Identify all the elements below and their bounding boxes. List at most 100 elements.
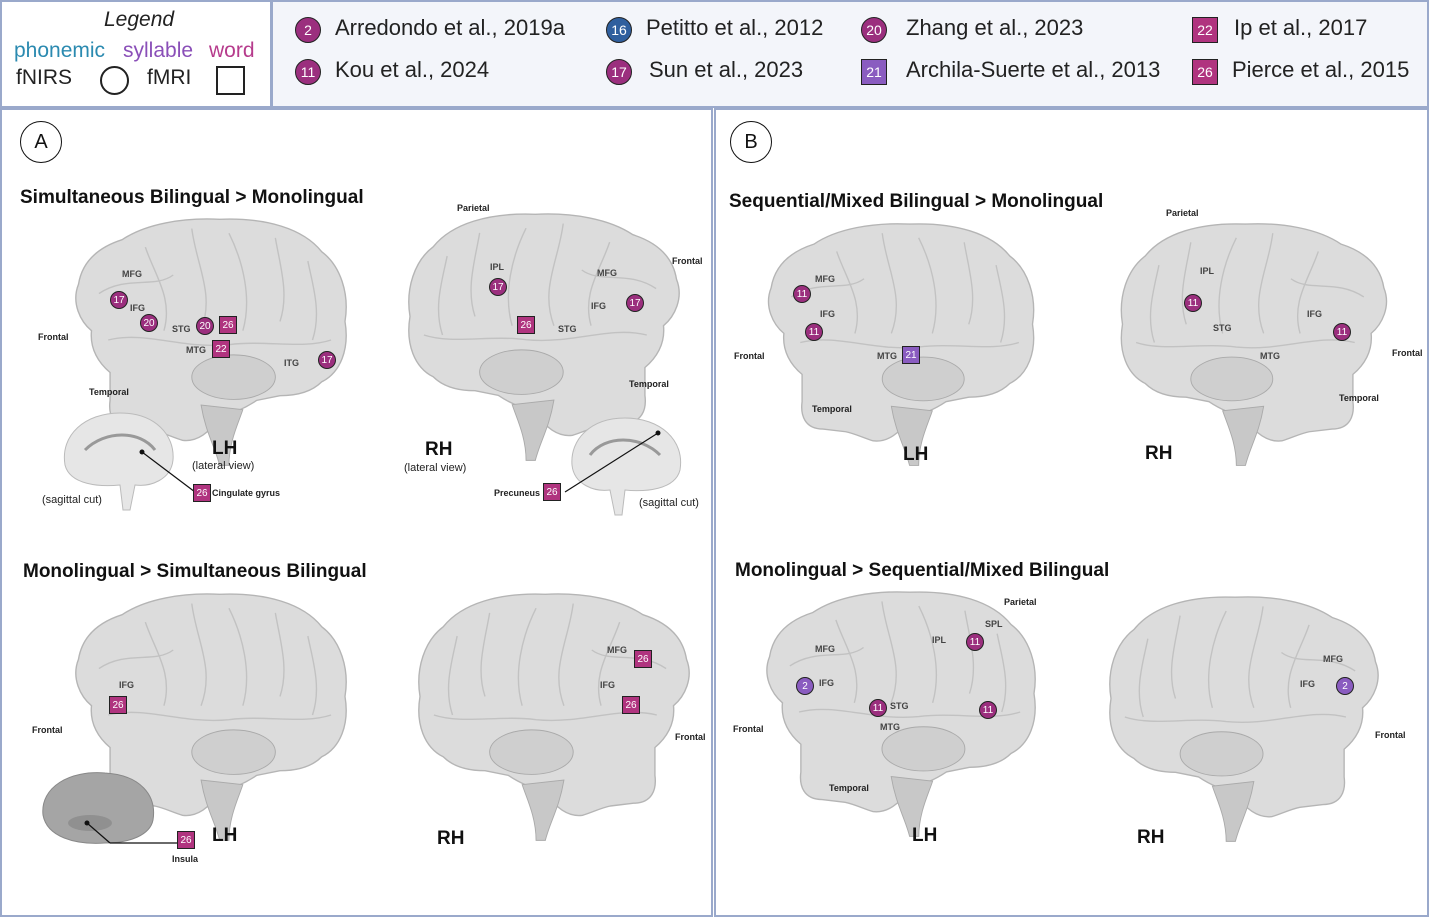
marker-11: 11 [979,701,997,719]
label-ipl: IPL [490,262,505,272]
hemi-rh: RH [1145,443,1173,464]
dir-frontal: Frontal [1375,730,1406,740]
panel-b-bottom-heading: Monolingual > Sequential/Mixed Bilingual [735,560,1110,581]
ref-marker: 11 [295,59,321,85]
legend-title: Legend [104,8,175,31]
lateral-view-lh: (lateral view) [192,460,255,472]
marker-26: 26 [109,696,127,714]
ref-label: Arredondo et al., 2019a [335,15,565,40]
hemi-lh: LH [212,438,238,459]
ref-label: Zhang et al., 2023 [906,15,1084,40]
label-ifg: IFG [119,680,134,690]
marker-11: 11 [1333,323,1351,341]
label-ifg: IFG [591,301,606,311]
lateral-view-rh: (lateral view) [404,462,467,474]
dir-parietal: Parietal [1166,208,1199,218]
hemi-rh: RH [425,439,453,460]
label-spl: SPL [985,619,1003,629]
dir-temporal: Temporal [89,387,129,397]
dir-temporal: Temporal [629,379,669,389]
ref-marker: 22 [1192,17,1218,43]
label-mfg: MFG [815,644,835,654]
ref-label: Sun et al., 2023 [649,57,804,82]
marker-17: 17 [318,351,336,369]
marker-2: 2 [796,677,814,695]
legend-fmri: fMRI [147,66,192,89]
label-ipl: IPL [932,635,947,645]
dir-parietal: Parietal [1004,597,1037,607]
references-box [271,0,1429,108]
label-mtg: MTG [1260,351,1280,361]
label-mtg: MTG [880,722,900,732]
label-ifg: IFG [1300,679,1315,689]
label-mfg: MFG [607,645,627,655]
marker-26: 26 [517,316,535,334]
label-ifg: IFG [819,678,834,688]
dir-temporal: Temporal [1339,393,1379,403]
label-mfg: MFG [122,269,142,279]
panel-b-top-heading: Sequential/Mixed Bilingual > Monolingual [729,191,1104,212]
fmri-square-icon [216,66,245,95]
label-mfg: MFG [815,274,835,284]
marker-20: 20 [140,314,158,332]
sagittal-cut-lh: (sagittal cut) [42,494,102,506]
marker-26: 26 [543,483,561,501]
label-insula: Insula [172,854,199,864]
ref-marker: 17 [606,59,632,85]
hemi-lh: LH [903,444,929,465]
label-mfg: MFG [1323,654,1343,664]
legend-phonemic: phonemic [14,39,106,62]
sagittal-cut-rh: (sagittal cut) [639,497,699,509]
hemi-lh: LH [912,825,938,846]
dir-frontal: Frontal [38,332,69,342]
label-mtg: MTG [186,345,206,355]
panel-a-letter: A [20,121,62,163]
ref-marker: 20 [861,17,887,43]
marker-20: 20 [196,317,214,335]
dir-frontal: Frontal [733,724,764,734]
label-cingulate: Cingulate gyrus [212,488,281,498]
ref-marker: 2 [295,17,321,43]
marker-11: 11 [869,699,887,717]
marker-26: 26 [634,650,652,668]
dir-frontal: Frontal [734,351,765,361]
dir-parietal: Parietal [457,203,490,213]
label-precuneus: Precuneus [494,488,541,498]
dir-temporal: Temporal [829,783,869,793]
legend-fnirs: fNIRS [16,66,73,89]
hemi-rh: RH [1137,827,1165,848]
panel-a-top-heading: Simultaneous Bilingual > Monolingual [20,187,364,208]
marker-11: 11 [793,285,811,303]
marker-26: 26 [622,696,640,714]
marker-17: 17 [489,278,507,296]
ref-label: Kou et al., 2024 [335,57,490,82]
sagittal-brain-rh [571,417,682,516]
dir-frontal: Frontal [32,725,63,735]
marker-11: 11 [805,323,823,341]
marker-17: 17 [626,294,644,312]
hemi-rh: RH [437,828,465,849]
panel-b-letter: B [730,121,772,163]
ref-label: Archila-Suerte et al., 2013 [906,57,1161,82]
label-ifg: IFG [130,303,145,313]
ref-label: Pierce et al., 2015 [1232,57,1410,82]
marker-11: 11 [1184,294,1202,312]
label-mtg: MTG [877,351,897,361]
label-stg: STG [172,324,191,334]
ref-marker: 16 [606,17,632,43]
label-ifg: IFG [820,309,835,319]
marker-26: 26 [177,831,195,849]
insula-brain [42,772,155,844]
label-stg: STG [890,701,909,711]
dir-frontal: Frontal [1392,348,1423,358]
legend-syllable: syllable [123,39,194,62]
marker-21: 21 [902,346,920,364]
ref-label: Petitto et al., 2012 [646,15,824,40]
panel-a-bottom-heading: Monolingual > Simultaneous Bilingual [23,561,367,582]
sagittal-brain-lh [63,412,174,511]
hemi-lh: LH [212,825,238,846]
dir-frontal: Frontal [675,732,706,742]
fnirs-circle-icon [100,66,129,95]
ref-marker: 26 [1192,59,1218,85]
